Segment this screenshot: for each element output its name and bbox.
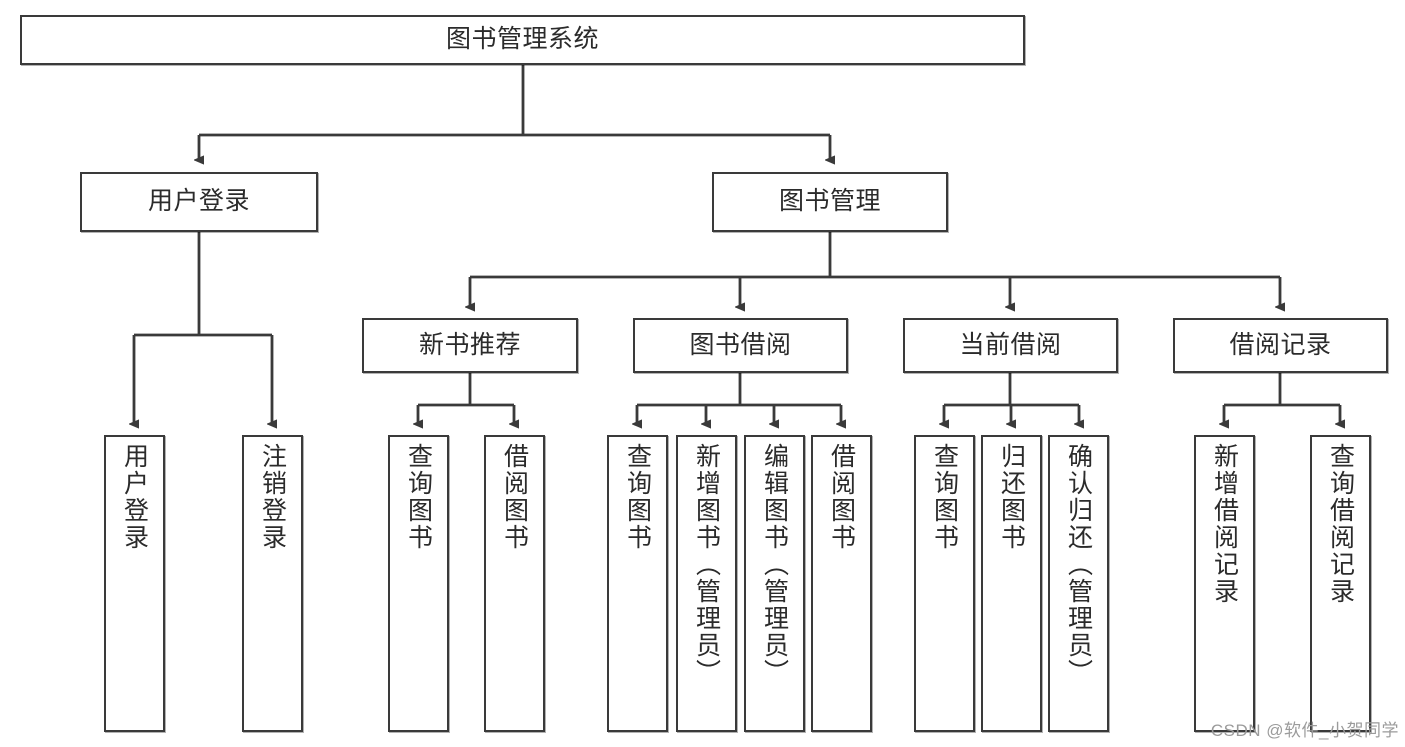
node-borrow-record[interactable]: 借阅记录: [1173, 318, 1388, 373]
node-book-borrow[interactable]: 图书借阅: [633, 318, 848, 373]
node-user-login-label: 用户登录: [147, 187, 250, 216]
leaf-borrow-record-add[interactable]: 新增借阅记录: [1194, 435, 1255, 732]
node-user-login[interactable]: 用户登录: [80, 172, 318, 232]
leaf-book-borrow-edit-label: 编辑图书（管理员）: [760, 443, 789, 686]
leaf-book-borrow-add-label: 新增图书（管理员）: [692, 443, 721, 686]
leaf-user-login-signin[interactable]: 用户登录: [104, 435, 165, 732]
leaf-book-borrow-edit[interactable]: 编辑图书（管理员）: [744, 435, 805, 732]
leaf-new-book-borrow[interactable]: 借阅图书: [484, 435, 545, 732]
node-book-management[interactable]: 图书管理: [712, 172, 948, 232]
leaf-borrow-record-query-label: 查询借阅记录: [1326, 443, 1355, 605]
leaf-borrow-record-add-label: 新增借阅记录: [1210, 443, 1239, 605]
node-current-borrow[interactable]: 当前借阅: [903, 318, 1118, 373]
leaf-new-book-query[interactable]: 查询图书: [388, 435, 449, 732]
node-book-management-label: 图书管理: [778, 187, 881, 216]
leaf-borrow-record-query[interactable]: 查询借阅记录: [1310, 435, 1371, 732]
leaf-new-book-borrow-label: 借阅图书: [500, 443, 529, 551]
node-new-book-recommend-label: 新书推荐: [418, 330, 521, 359]
node-borrow-record-label: 借阅记录: [1229, 330, 1332, 359]
node-current-borrow-label: 当前借阅: [959, 330, 1062, 359]
node-book-borrow-label: 图书借阅: [689, 330, 792, 359]
leaf-current-borrow-return-label: 归还图书: [997, 443, 1026, 551]
node-root[interactable]: 图书管理系统: [20, 15, 1025, 65]
node-new-book-recommend[interactable]: 新书推荐: [362, 318, 578, 373]
leaf-book-borrow-add[interactable]: 新增图书（管理员）: [676, 435, 737, 732]
leaf-user-login-signout[interactable]: 注销登录: [242, 435, 303, 732]
leaf-book-borrow-query[interactable]: 查询图书: [607, 435, 668, 732]
leaf-user-login-signin-label: 用户登录: [120, 443, 149, 551]
node-root-label: 图书管理系统: [445, 25, 599, 54]
leaf-current-borrow-query[interactable]: 查询图书: [914, 435, 975, 732]
leaf-current-borrow-confirm-label: 确认归还（管理员）: [1064, 443, 1093, 686]
leaf-current-borrow-return[interactable]: 归还图书: [981, 435, 1042, 732]
leaf-book-borrow-query-label: 查询图书: [623, 443, 652, 551]
leaf-current-borrow-confirm[interactable]: 确认归还（管理员）: [1048, 435, 1109, 732]
leaf-current-borrow-query-label: 查询图书: [930, 443, 959, 551]
watermark: CSDN @软件_小贺同学: [1210, 721, 1399, 740]
leaf-new-book-query-label: 查询图书: [404, 443, 433, 551]
leaf-book-borrow-borrow[interactable]: 借阅图书: [811, 435, 872, 732]
leaf-user-login-signout-label: 注销登录: [258, 443, 287, 551]
leaf-book-borrow-borrow-label: 借阅图书: [827, 443, 856, 551]
